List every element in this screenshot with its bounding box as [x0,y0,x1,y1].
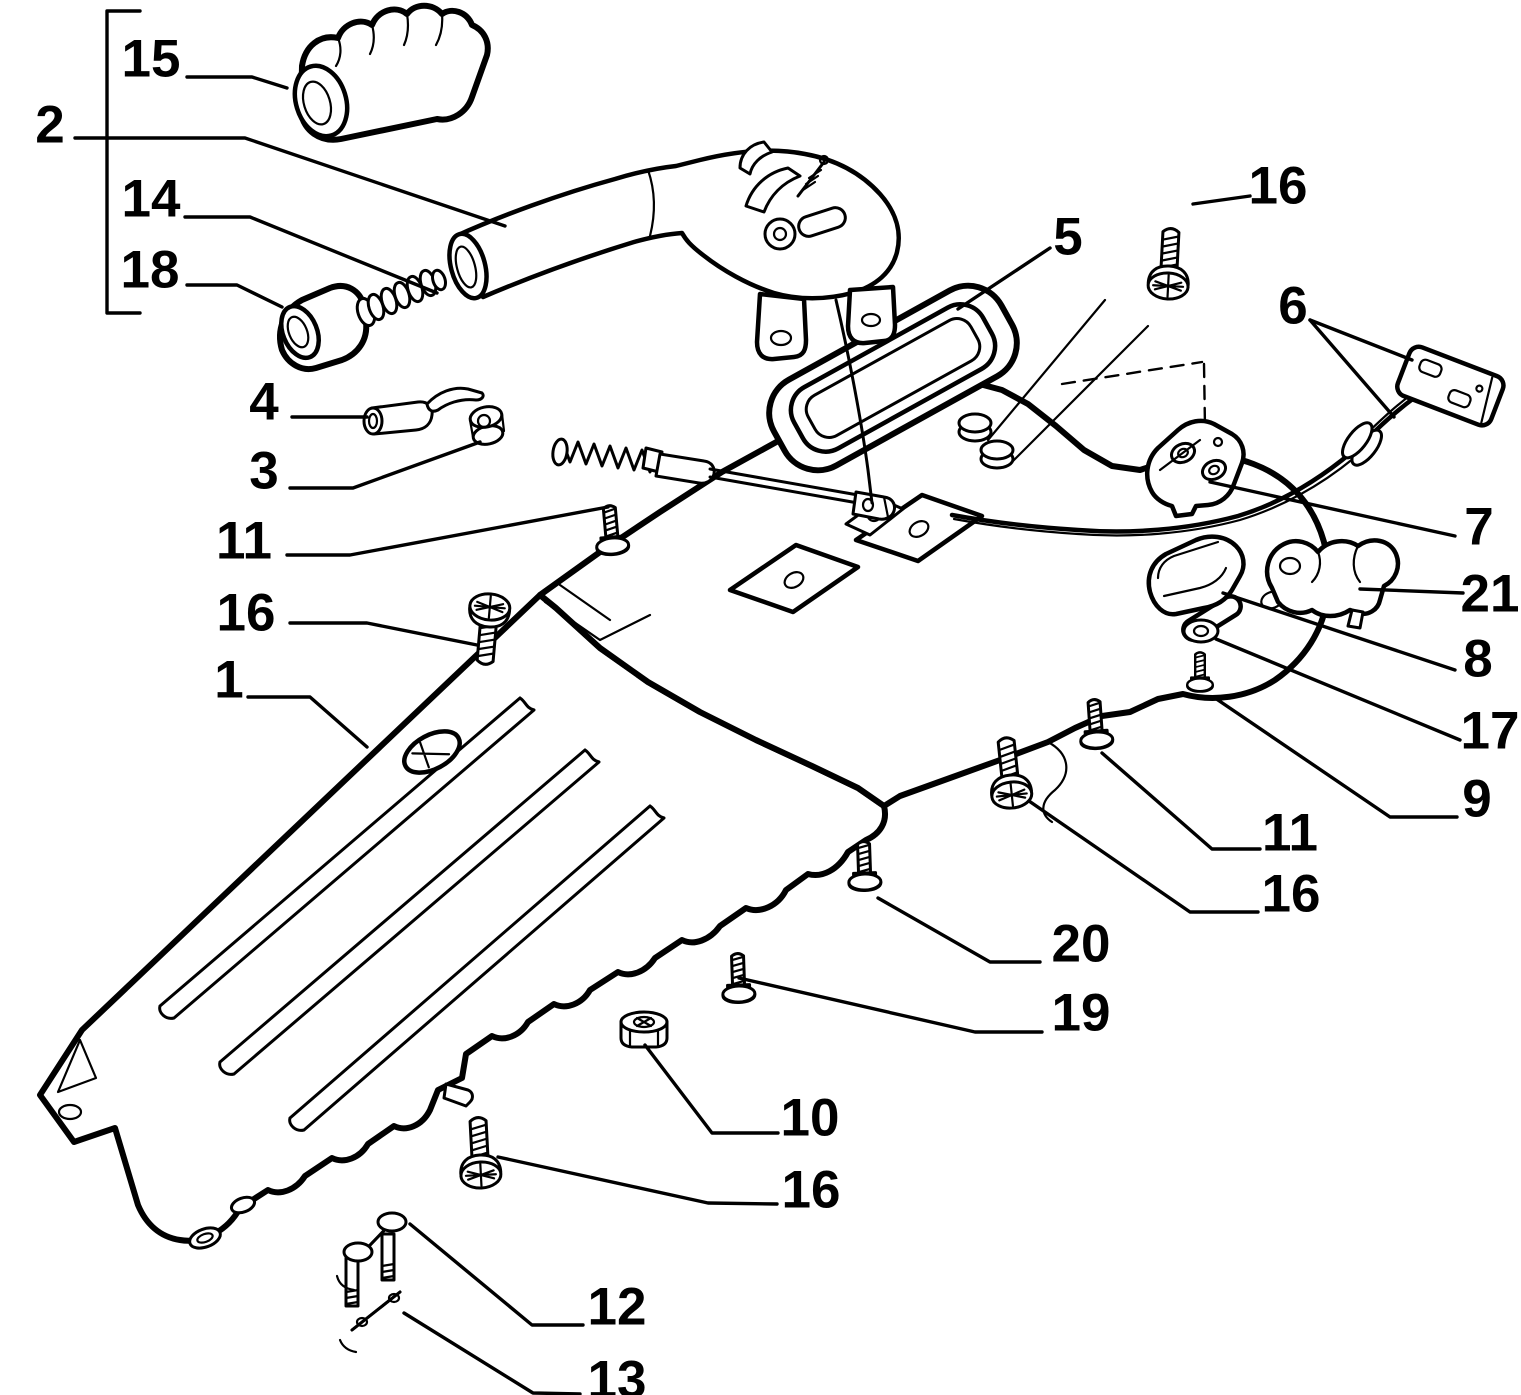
callout-16d: 16 [782,1161,841,1220]
callout-7: 7 [1464,498,1493,557]
callout-1: 1 [214,651,243,710]
callout-11a: 11 [216,512,272,571]
part-grip [292,2,491,143]
callout-leader-15 [185,75,289,90]
callout-leader-16a [288,621,479,647]
callout-leader-13 [402,1311,582,1395]
alignment-lines [986,298,1207,464]
callout-leader-8 [1221,591,1457,672]
cable-connector [1395,344,1506,428]
callout-9: 9 [1462,770,1491,829]
part-washer [1182,618,1220,644]
callout-13: 13 [588,1351,647,1395]
callout-leader-10 [643,1043,780,1135]
callout-leader-14 [183,215,439,295]
callout-leader-2 [73,136,507,228]
callout-5: 5 [1053,208,1082,267]
callout-6: 6 [1278,277,1307,336]
part-sleeve [362,400,434,436]
callout-leader-6 [1308,318,1414,362]
callout-16c: 16 [1262,865,1321,924]
callout-17: 17 [1461,702,1520,761]
callout-3: 3 [249,442,278,501]
screw-16-bottom [456,1115,504,1191]
part-plate-studs [335,1211,408,1308]
callout-15: 15 [122,30,181,89]
callout-8: 8 [1463,630,1492,689]
callout-leader-6 [1308,318,1396,419]
part-console-shield [37,592,888,1250]
callout-leader-11b [1100,751,1262,851]
callout-leader-7 [1208,480,1457,538]
fasteners [456,226,1215,1191]
callout-leader-16d [496,1155,779,1206]
callout-layer: 1521418431116151667218179111620191016121… [35,9,1520,1395]
callout-16b: 16 [1249,157,1308,216]
callout-leader-3 [288,440,482,490]
part-gasket-boot [766,282,1020,474]
callout-21: 21 [1461,565,1520,624]
callout-11b: 11 [1262,804,1318,863]
callout-leader-16c [1027,799,1260,914]
callout-2: 2 [35,96,64,155]
callout-leader-18 [185,283,284,309]
part-cable-assembly [949,344,1506,537]
group-bracket [105,9,142,315]
callout-leader-17 [1214,637,1462,742]
callout-leader-9 [1213,696,1459,819]
callout-4: 4 [249,373,279,432]
callout-18: 18 [121,241,180,300]
callout-leader-5 [956,246,1052,311]
callout-leader-12 [408,1222,585,1327]
cable-grommet [1341,421,1383,467]
part-support-bracket [537,379,1332,824]
part-equalizer [1144,418,1246,519]
callout-20: 20 [1052,915,1111,974]
callout-leader-11a [285,505,610,557]
callout-16a: 16 [217,584,276,643]
callout-19: 19 [1052,984,1111,1043]
bolt-11-left [591,502,631,558]
part-channel-clip [1146,534,1246,617]
callout-leader-16b [1191,194,1252,206]
part-adjuster-rod [551,437,896,521]
callout-14: 14 [122,170,181,229]
screw-16-top [1145,226,1193,302]
part-cap [277,283,370,372]
part-handbrake-lever [447,140,901,505]
nut-10 [619,1010,669,1049]
part-cable-clamp [425,386,506,446]
callout-leader-19 [737,976,1044,1034]
callout-leader-21 [1358,587,1465,595]
callout-leader-1 [246,695,369,749]
callout-12: 12 [588,1278,647,1337]
part-clamp [1264,538,1401,630]
callout-10: 10 [781,1089,840,1148]
callout-leader-20 [876,896,1042,964]
part-plate-flat [338,1290,402,1354]
